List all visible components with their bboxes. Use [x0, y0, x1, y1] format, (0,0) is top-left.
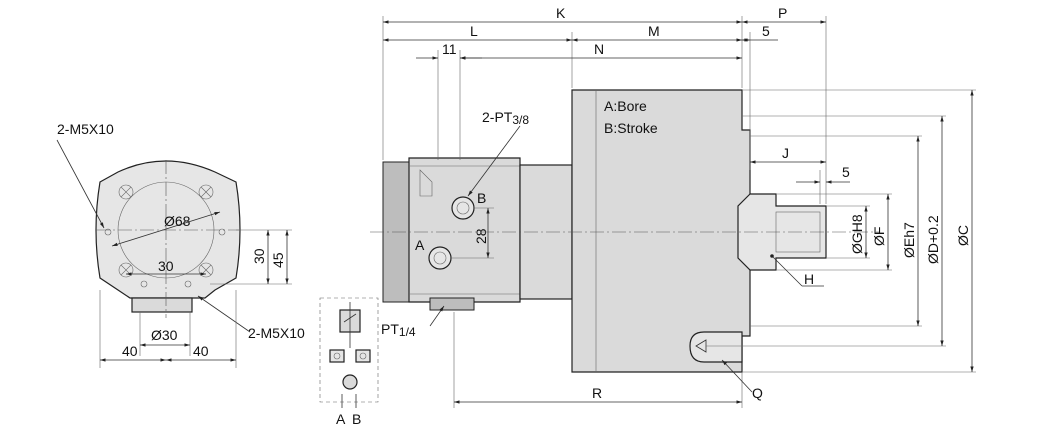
dim-j-label: J	[782, 145, 789, 161]
dim-l-label: L	[470, 23, 478, 39]
port-a-label: A	[415, 237, 425, 253]
port-b-label: B	[477, 190, 486, 206]
thirty-v-label: 30	[251, 248, 267, 264]
dim-n-label: N	[594, 41, 604, 57]
main-body	[571, 89, 751, 373]
front-view-bolt-holes	[104, 184, 226, 288]
dim-p-label: P	[778, 5, 787, 21]
shaft	[737, 193, 827, 271]
bore-note: A:Bore	[604, 98, 647, 114]
dim-28-label: 28	[473, 228, 489, 244]
m5-top-label: 2-M5X10	[57, 121, 114, 137]
dim-k-label: K	[556, 5, 566, 21]
thirty-h-label: 30	[158, 258, 174, 274]
front-view-boss	[131, 297, 193, 313]
q-slot	[689, 331, 743, 363]
forty-five-label: 45	[270, 252, 286, 268]
dim-q-label: Q	[752, 385, 763, 401]
schematic-b-label: B	[352, 411, 361, 427]
dim-5-j-label: 5	[842, 164, 850, 180]
dia30-label: Ø30	[151, 327, 178, 343]
front-view: Ø68 2-M5X10 30 30 45 2-M5X10 Ø30 40 40	[56, 121, 305, 368]
dim-h-label: H	[804, 271, 814, 287]
dim-11-label: 11	[442, 41, 457, 57]
pt38-label: 2-PT3/8	[482, 109, 529, 127]
dim-r-label: R	[592, 385, 602, 401]
front-view-outline	[95, 160, 241, 299]
dim-m-label: M	[648, 23, 660, 39]
stroke-note: B:Stroke	[604, 120, 658, 136]
side-view: B A 28 A:Bore B:Stroke 2-PT3/8 PT1/4	[370, 5, 976, 408]
dim-5-top-label: 5	[762, 23, 770, 39]
schematic-a-label: A	[336, 411, 346, 427]
dia-gh8-label: ØGH8	[849, 214, 865, 254]
forty-right-label: 40	[193, 343, 209, 359]
dia-c-label: ØC	[955, 225, 971, 246]
forty-left-label: 40	[122, 343, 138, 359]
dia-d-label: ØD+0.2	[925, 215, 941, 264]
pt14-label: PT1/4	[381, 321, 416, 339]
valve-schematic: A B	[319, 297, 379, 427]
dia-eh7-label: ØEh7	[901, 222, 917, 258]
dia68-label: Ø68	[164, 213, 191, 229]
dia-f-label: ØF	[871, 227, 887, 246]
valve-block	[408, 157, 521, 303]
m5-bottom-label: 2-M5X10	[248, 325, 305, 341]
